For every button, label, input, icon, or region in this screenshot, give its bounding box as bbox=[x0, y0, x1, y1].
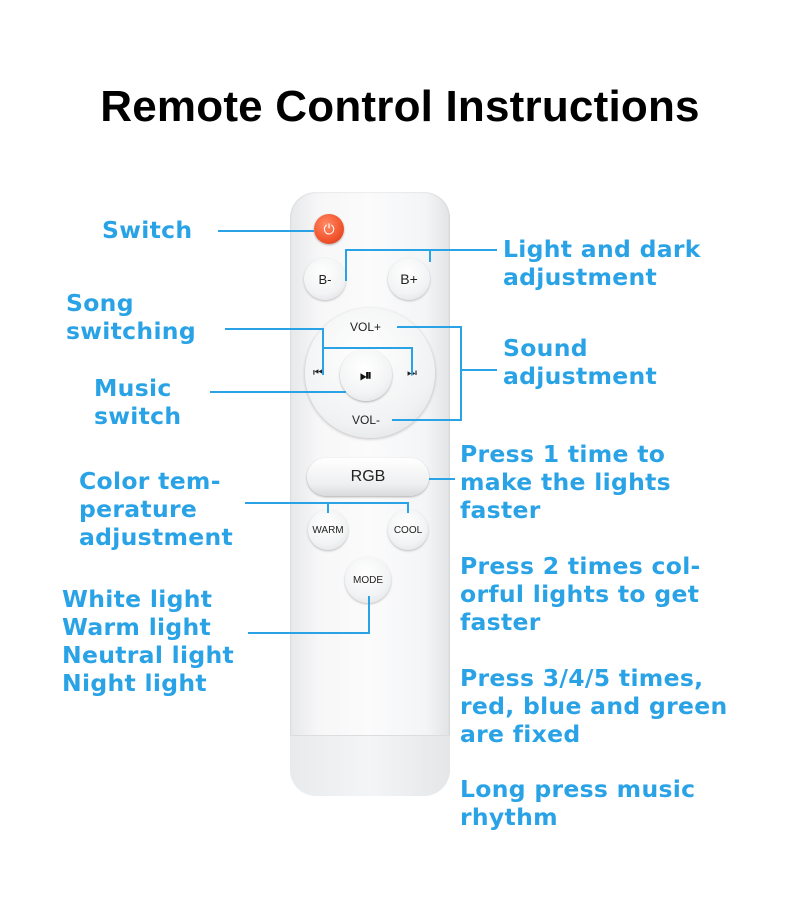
press-2-label: Press 2 times col- orful lights to get f… bbox=[460, 552, 701, 636]
play-pause-button[interactable]: ⏯ bbox=[340, 349, 392, 401]
vol-plus-label[interactable]: VOL+ bbox=[350, 320, 382, 334]
color-temp-connector bbox=[245, 502, 409, 513]
song-switching-label: Song switching bbox=[66, 289, 196, 345]
press-1-label: Press 1 time to make the lights faster bbox=[460, 440, 671, 524]
light-dark-label: Light and dark adjustment bbox=[503, 235, 701, 291]
warm-button[interactable]: WARM bbox=[308, 510, 348, 550]
mode-connector bbox=[248, 596, 370, 634]
rgb-button[interactable]: RGB bbox=[307, 458, 429, 496]
warm-label: WARM bbox=[312, 524, 344, 536]
song-connector-right bbox=[323, 347, 413, 375]
rgb-label: RGB bbox=[350, 468, 386, 485]
cool-label: COOL bbox=[393, 524, 423, 536]
sound-connector bbox=[392, 326, 462, 421]
power-icon: ⏻ bbox=[323, 220, 335, 237]
previous-track-icon[interactable]: ⏮ bbox=[313, 367, 323, 379]
page-title: Remote Control Instructions bbox=[100, 82, 700, 131]
song-connector-left bbox=[225, 328, 324, 375]
brightness-down-button[interactable]: B- bbox=[304, 258, 346, 300]
vol-minus-label[interactable]: VOL- bbox=[352, 413, 381, 427]
play-pause-icon: ⏯ bbox=[359, 366, 372, 384]
mode-label: MODE bbox=[353, 574, 383, 586]
cool-button[interactable]: COOL bbox=[388, 510, 428, 550]
brightness-down-label: B- bbox=[318, 271, 332, 287]
sound-adjustment-label: Sound adjustment bbox=[503, 334, 658, 390]
music-switch-label: Music switch bbox=[94, 374, 182, 430]
light-dark-connector bbox=[345, 249, 497, 281]
brightness-up-label: B+ bbox=[400, 271, 418, 287]
remote-battery-cover bbox=[290, 735, 450, 796]
power-button[interactable]: ⏻ bbox=[314, 214, 344, 244]
mode-button[interactable]: MODE bbox=[345, 557, 391, 603]
color-temperature-label: Color tem- perature adjustment bbox=[79, 467, 234, 551]
switch-label: Switch bbox=[102, 216, 193, 244]
brightness-up-button[interactable]: B+ bbox=[388, 258, 430, 300]
press-345-label: Press 3/4/5 times, red, blue and green a… bbox=[460, 664, 728, 748]
long-press-label: Long press music rhythm bbox=[460, 775, 696, 831]
mode-list-label: White light Warm light Neutral light Nig… bbox=[62, 585, 235, 697]
